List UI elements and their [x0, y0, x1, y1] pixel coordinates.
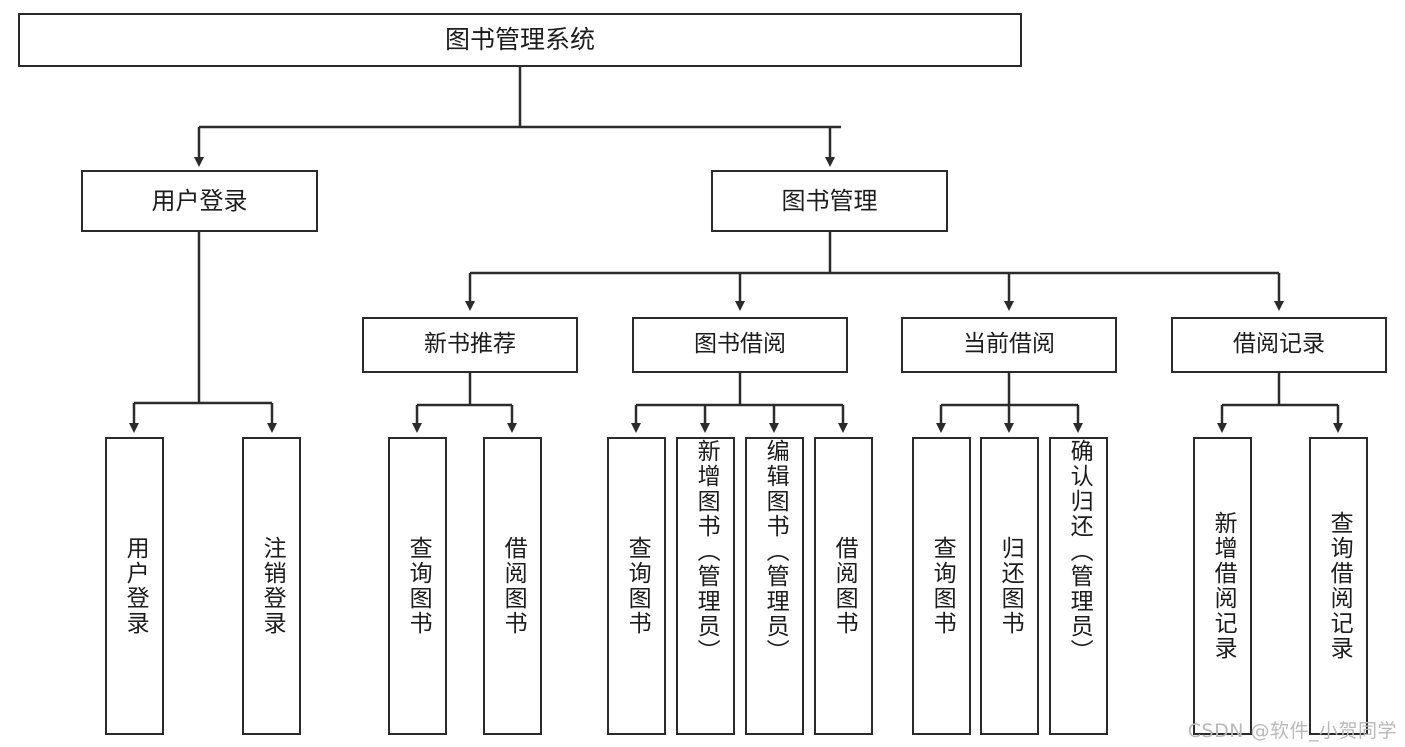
leaf-query-book-borrow[interactable]: 查询图书 [607, 437, 666, 735]
leaf-query-borrow-record[interactable]: 查询借阅记录 [1309, 437, 1368, 735]
node-label: 图书管理系统 [444, 25, 595, 55]
node-user-login[interactable]: 用户登录 [81, 170, 318, 232]
leaf-add-borrow-record[interactable]: 新增借阅记录 [1193, 437, 1252, 735]
leaf-return-book[interactable]: 归还图书 [980, 437, 1039, 735]
node-label: 查询图书 [929, 536, 956, 636]
node-label: 查询图书 [405, 536, 432, 636]
node-label: 借阅图书 [831, 536, 858, 636]
node-label: 新书推荐 [424, 331, 516, 358]
leaf-add-book-admin[interactable]: 新增图书（管理员） [676, 437, 735, 735]
node-label: 当前借阅 [963, 331, 1055, 358]
node-label: 查询借阅记录 [1326, 511, 1353, 661]
node-label: 用户登录 [151, 186, 248, 215]
node-label: 用户登录 [122, 536, 149, 636]
node-book-borrow[interactable]: 图书借阅 [632, 317, 848, 373]
node-label: 图书管理 [781, 186, 878, 215]
leaf-query-book-current[interactable]: 查询图书 [912, 437, 971, 735]
node-root-system[interactable]: 图书管理系统 [18, 13, 1022, 67]
node-label: 借阅图书 [500, 536, 527, 636]
watermark-text: CSDN @软件_小贺同学 [1187, 720, 1397, 742]
leaf-user-login[interactable]: 用户登录 [105, 437, 164, 735]
leaf-borrow-book[interactable]: 借阅图书 [814, 437, 873, 735]
node-current-borrow[interactable]: 当前借阅 [901, 317, 1117, 373]
node-label: 确认归还（管理员） [1066, 439, 1093, 664]
node-label: 图书借阅 [694, 331, 786, 358]
node-label: 新增借阅记录 [1210, 511, 1237, 661]
leaf-query-book-recommend[interactable]: 查询图书 [388, 437, 447, 735]
leaf-confirm-return-admin[interactable]: 确认归还（管理员） [1049, 437, 1108, 735]
leaf-logout[interactable]: 注销登录 [242, 437, 301, 735]
node-label: 注销登录 [259, 536, 286, 636]
node-label: 归还图书 [997, 536, 1024, 636]
node-label: 查询图书 [624, 536, 651, 636]
leaf-edit-book-admin[interactable]: 编辑图书（管理员） [745, 437, 804, 735]
node-borrow-record[interactable]: 借阅记录 [1171, 317, 1387, 373]
node-label: 编辑图书（管理员） [762, 439, 789, 664]
node-label: 新增图书（管理员） [693, 439, 720, 664]
leaf-borrow-book-recommend[interactable]: 借阅图书 [483, 437, 542, 735]
node-book-management[interactable]: 图书管理 [711, 170, 948, 232]
node-new-book-recommend[interactable]: 新书推荐 [362, 317, 578, 373]
node-label: 借阅记录 [1233, 331, 1325, 358]
